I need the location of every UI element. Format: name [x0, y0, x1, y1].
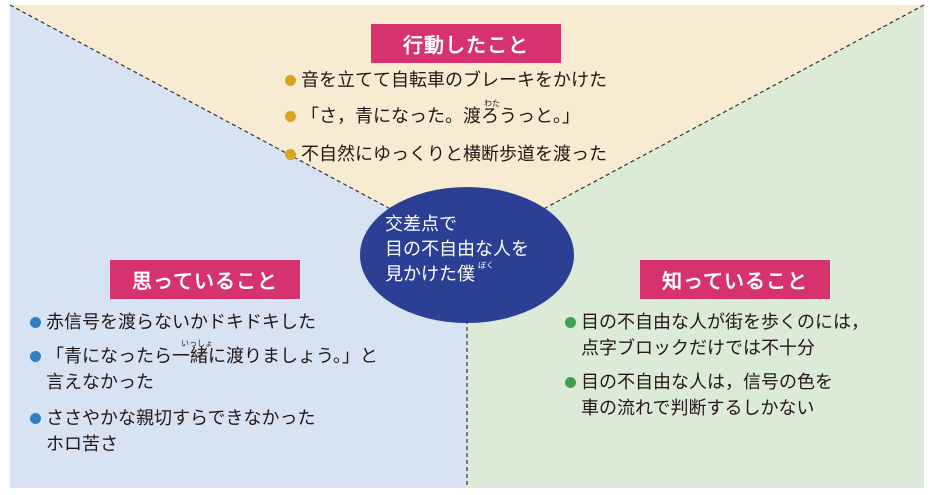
left-region: [10, 5, 467, 488]
left-item-2: 「青になったら一緒に渡りましょう。」と 言えなかった: [30, 344, 378, 396]
right-region: [467, 5, 924, 488]
top-section-label: 行動したこと: [371, 24, 561, 63]
top-item-text: 不自然にゆっくりと横断歩道を渡った: [301, 144, 607, 165]
center-line-2: 目の不自由な人を: [385, 239, 529, 260]
center-ellipse: [360, 187, 574, 323]
right-item-line1: 目の不自由な人が街を歩くのには，: [581, 312, 869, 333]
bullet-icon: [285, 149, 296, 160]
top-item-3: 不自然にゆっくりと横断歩道を渡った: [285, 142, 607, 168]
left-item-line1: 赤信号を渡らないかドキドキした: [46, 312, 316, 333]
top-item-text: 「さ，青になった。渡ろうっと。」: [301, 106, 580, 127]
center-line-3: 見かけた僕: [385, 264, 475, 285]
right-section-label: 知っていること: [640, 260, 830, 299]
bullet-icon: [30, 351, 41, 362]
top-region: [10, 5, 924, 250]
divider-left: [9, 4, 468, 251]
top-item-1: 音を立てて自転車のブレーキをかけた: [285, 68, 607, 94]
left-item-3: ささやかな親切すらできなかった ホロ苦さ: [30, 406, 315, 458]
right-item-2: 目の不自由な人は，信号の色を 車の流れで判断するしかない: [565, 370, 833, 422]
left-item-1: 赤信号を渡らないかドキドキした: [30, 310, 316, 336]
left-item-line1: 「青になったら一緒に渡りましょう。」と: [46, 346, 378, 367]
bullet-icon: [30, 413, 41, 424]
right-item-line2: 車の流れで判断するしかない: [581, 398, 815, 419]
right-item-line1: 目の不自由な人は，信号の色を: [581, 372, 833, 393]
ruby-issho: いっしょ: [181, 339, 213, 348]
bullet-icon: [565, 317, 576, 328]
left-item-line1: ささやかな親切すらできなかった: [46, 408, 316, 429]
right-item-line2: 点字ブロックだけでは不十分: [581, 338, 815, 359]
bullet-icon: [30, 317, 41, 328]
bullet-icon: [285, 111, 296, 122]
left-item-line2: 言えなかった: [46, 372, 154, 393]
left-item-line2: ホロ苦さ: [46, 434, 118, 455]
center-line-1: 交差点で: [385, 214, 457, 235]
bullet-icon: [565, 377, 576, 388]
top-item-2: 「さ，青になった。渡ろうっと。」: [285, 104, 580, 130]
left-section-label: 思っていること: [110, 260, 300, 299]
bullet-icon: [285, 75, 296, 86]
ruby-boku: ぼく: [478, 261, 494, 270]
center-text: 交差点で 目の不自由な人を 見かけた僕: [385, 212, 555, 287]
right-item-1: 目の不自由な人が街を歩くのには， 点字ブロックだけでは不十分: [565, 310, 869, 362]
divider-right: [466, 4, 925, 251]
top-item-text: 音を立てて自転車のブレーキをかけた: [301, 70, 607, 91]
ruby-wata: わた: [484, 99, 500, 108]
